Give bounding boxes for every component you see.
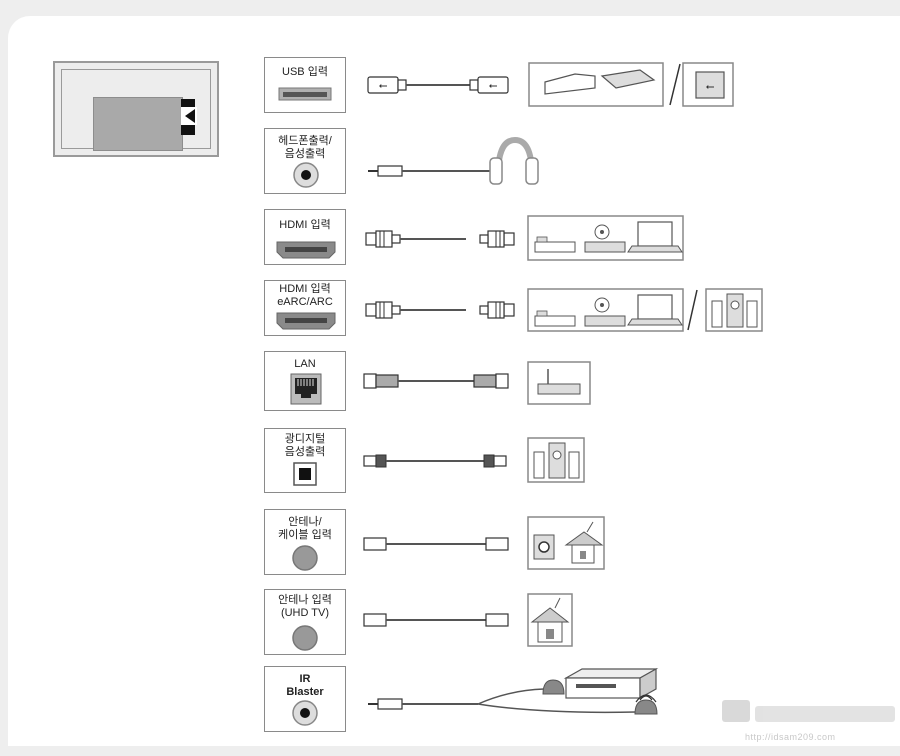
port-box-ir-blaster: IR Blaster (264, 666, 346, 732)
usb-port-icon (278, 87, 332, 101)
ir-blaster-cable (368, 679, 658, 715)
port-label-antenna-uhd: 안테나 입력 (UHD TV) (278, 594, 332, 619)
port-label-antenna-cable: 안테나/ 케이블 입력 (278, 516, 332, 541)
hdmi-devices-group (527, 215, 684, 261)
antenna-cable-port-icon (292, 545, 318, 571)
lan-port-icon (290, 373, 322, 405)
port-box-antenna-cable: 안테나/ 케이블 입력 (264, 509, 346, 575)
antenna-uhd-port-icon (292, 625, 318, 651)
port-box-hdmi-earc: HDMI 입력 eARC/ARC (264, 280, 346, 336)
hdmi-earc-devices-group (527, 288, 763, 332)
pointer-arrow-icon (185, 109, 195, 123)
port-label-usb: USB 입력 (282, 66, 328, 78)
port-label-hdmi-earc: HDMI 입력 eARC/ARC (277, 283, 333, 308)
port-box-antenna-uhd: 안테나 입력 (UHD TV) (264, 589, 346, 655)
port-label-headphone: 헤드폰출력/ 음성출력 (278, 135, 332, 160)
port-box-headphone: 헤드폰출력/ 음성출력 (264, 128, 346, 194)
usb-devices-group: ⭠ (528, 62, 734, 107)
svg-text:⭠: ⭠ (706, 80, 715, 93)
tv-connector-module (93, 97, 183, 151)
optical-cable (363, 454, 507, 468)
lan-cable (363, 373, 509, 389)
antenna-uhd-coax (363, 613, 509, 627)
hdmi-earc-port-icon (276, 312, 336, 330)
port-box-optical: 광디지털 음성출력 (264, 428, 346, 493)
hdmi-cable (365, 230, 515, 248)
usb-cable: ⭠ ⭠ (367, 76, 509, 94)
antenna-cable-coax (363, 537, 509, 551)
headphone-jack-icon (293, 162, 319, 188)
antenna-cable-source-device (527, 516, 605, 570)
port-box-usb: USB 입력 (264, 57, 346, 113)
tv-rear-panel-illustration (53, 61, 219, 157)
optical-port-icon (293, 462, 317, 486)
port-label-optical: 광디지털 음성출력 (284, 433, 326, 458)
antenna-house-device (527, 593, 573, 647)
port-box-hdmi: HDMI 입력 (264, 209, 346, 265)
port-label-ir-blaster: IR Blaster (286, 673, 324, 698)
port-label-lan: LAN (294, 358, 316, 370)
headphone-cable (368, 136, 539, 185)
hdmi-earc-cable (365, 301, 515, 319)
hdmi-port-icon (276, 241, 336, 259)
port-box-lan: LAN (264, 351, 346, 411)
ir-blaster-jack-icon (292, 700, 318, 726)
port-label-hdmi: HDMI 입력 (279, 219, 331, 231)
optical-speaker-device (527, 437, 585, 483)
watermark-url: http://idsam209.com (745, 732, 836, 742)
router-device (527, 361, 591, 405)
set-top-box-device (563, 667, 659, 703)
svg-text:⭠: ⭠ (379, 79, 388, 92)
watermark-logo (722, 700, 895, 722)
svg-text:⭠: ⭠ (489, 79, 498, 92)
